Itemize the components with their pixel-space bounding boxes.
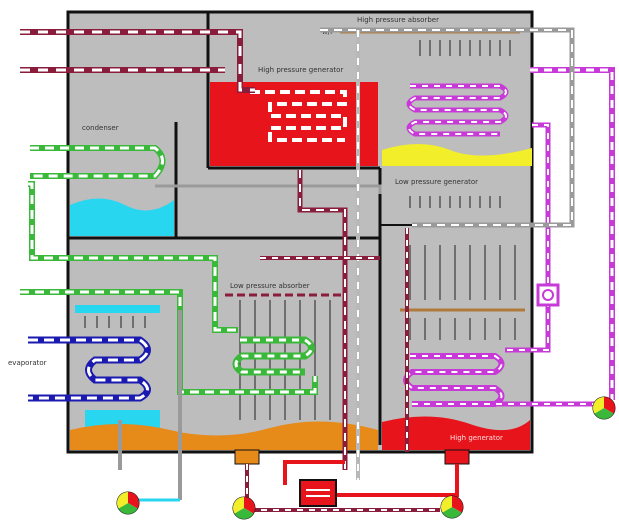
hp-generator-label: High pressure generator [258,66,343,74]
evaporator-label: evaporator [8,359,47,367]
pump-solution [593,397,615,419]
control-valve [538,285,558,305]
pump-evaporator [117,492,139,514]
heat-exchanger [300,480,336,506]
hp-absorber-label: High pressure absorber [357,16,439,24]
pump-generator [441,496,463,518]
lp-generator-label: Low pressure generator [395,178,478,186]
pump-absorber [233,497,255,519]
condenser-label: condenser [82,124,119,132]
lp-absorber-label: Low pressure absorber [230,282,310,290]
generator-bottom-label: High generator [450,434,503,442]
